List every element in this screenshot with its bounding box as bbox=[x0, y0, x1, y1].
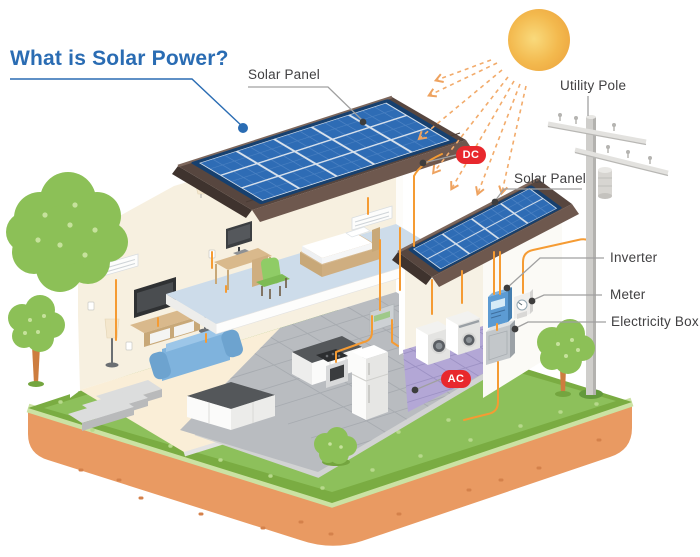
sun bbox=[508, 9, 570, 71]
bush bbox=[314, 427, 357, 466]
annex-roof bbox=[392, 177, 579, 287]
crossarm-lower bbox=[574, 145, 669, 177]
tv bbox=[134, 277, 176, 318]
title-dot bbox=[238, 123, 248, 133]
small-tree-left bbox=[8, 295, 65, 387]
desk-chair bbox=[256, 257, 290, 299]
label-utility-pole: Utility Pole bbox=[560, 78, 627, 93]
solar-array-annex bbox=[408, 185, 562, 272]
bed bbox=[300, 226, 380, 277]
small-tree-right bbox=[537, 319, 595, 397]
sofa bbox=[149, 325, 243, 381]
label-electricity-box: Electricity Box bbox=[611, 314, 699, 329]
crossarm-upper bbox=[547, 113, 647, 146]
washing-machine-left bbox=[416, 321, 450, 365]
page-title: What is Solar Power? bbox=[10, 47, 229, 70]
label-inverter: Inverter bbox=[610, 250, 658, 265]
transformer bbox=[598, 167, 612, 199]
wall-outlets-living bbox=[87, 301, 133, 351]
leader-lines bbox=[248, 86, 606, 391]
electricity-box-device bbox=[486, 320, 515, 365]
steps bbox=[68, 380, 162, 431]
washing-machine-right bbox=[446, 311, 480, 355]
computer-monitor bbox=[226, 221, 252, 255]
inverter-device bbox=[488, 287, 512, 328]
dc-badge: DC bbox=[456, 146, 486, 164]
breaker-panel bbox=[369, 303, 395, 333]
upstairs-slab-left bbox=[166, 294, 216, 334]
leader-dots bbox=[359, 118, 536, 394]
refrigerator bbox=[351, 345, 389, 420]
large-tree bbox=[6, 172, 128, 292]
label-meter: Meter bbox=[610, 287, 646, 302]
label-solar-panel-right: Solar Panel bbox=[514, 171, 586, 186]
soil-side bbox=[28, 402, 632, 546]
soil-dots bbox=[78, 438, 602, 536]
solar-array-main bbox=[191, 99, 458, 204]
main-roof bbox=[172, 95, 474, 222]
kitchen-island bbox=[187, 382, 275, 430]
stove bbox=[316, 349, 348, 388]
tv-console bbox=[130, 308, 200, 347]
utility-pole bbox=[547, 113, 669, 399]
label-solar-panel-top: Solar Panel bbox=[248, 67, 320, 82]
air-conditioner-bedroom bbox=[351, 205, 393, 231]
sun-rays bbox=[417, 59, 527, 197]
title-leader bbox=[10, 78, 248, 133]
ac-badge: AC bbox=[441, 370, 471, 388]
